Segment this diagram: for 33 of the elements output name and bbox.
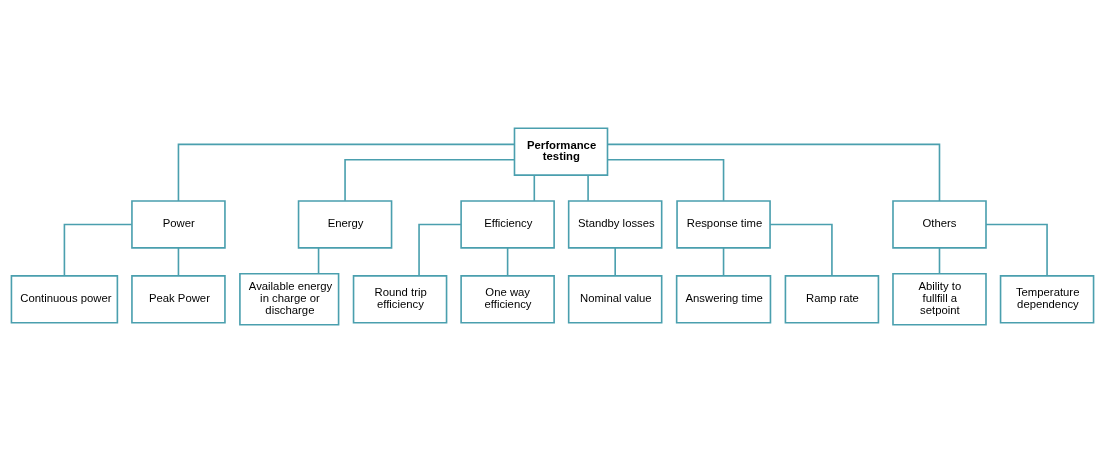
connector [344,158,516,202]
connector [506,246,509,276]
node-box: Power [131,199,226,249]
node-box: Available energy in charge or discharge [239,272,340,326]
node-box: Nominal value [567,274,663,324]
node-box: Temperature dependency [999,274,1095,324]
connector [533,174,536,202]
node-box: Energy [297,199,393,249]
connector [177,143,516,202]
connector [606,158,725,202]
node-box: Peak Power [131,274,226,324]
connector [317,246,320,274]
connector [177,246,180,276]
connector [587,174,589,202]
connector [769,223,833,277]
connector [722,246,725,276]
node-box: Others [892,199,987,249]
connector [938,246,941,274]
node-box: Efficiency [460,199,555,249]
node-box: Ramp rate [784,274,880,324]
connector [63,223,133,277]
node-box: Ability to fullfill a setpoint [892,272,987,326]
connector [418,223,462,277]
node-box: Standby losses [567,199,663,249]
node-box: Answering time [675,274,772,324]
node-box: One way efficiency [460,274,555,324]
connector [614,246,616,276]
node-box: Performance testing [513,126,609,176]
node-box: Continuous power [10,274,119,324]
node-box: Round trip efficiency [352,274,448,324]
node-box: Response time [676,199,771,249]
connector [607,143,941,202]
connector [985,223,1048,277]
